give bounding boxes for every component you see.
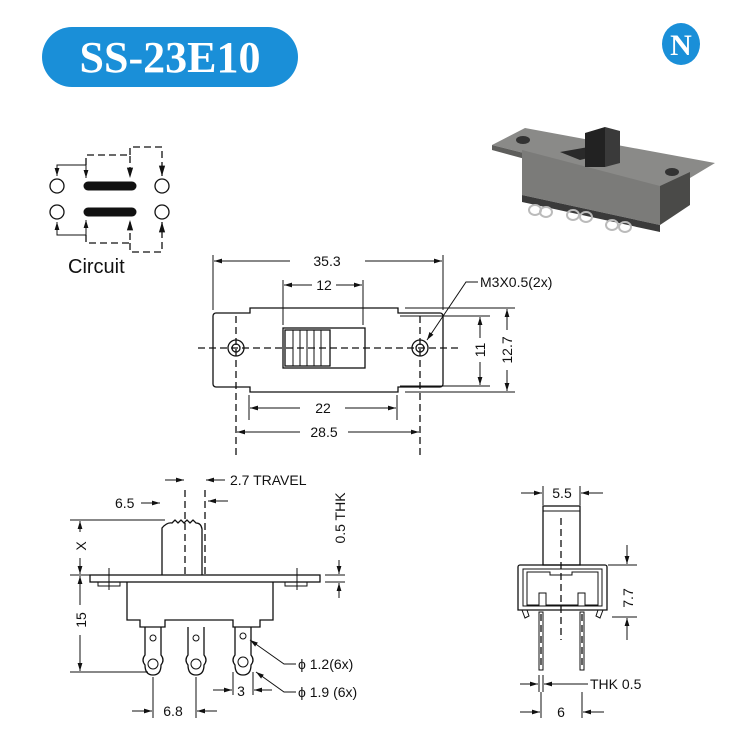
terminals — [142, 627, 254, 676]
product-photo — [492, 127, 715, 233]
dim-body-height: 11 — [472, 343, 488, 358]
dim-actuator-height: X — [73, 541, 89, 551]
logo-letter: N — [670, 29, 692, 62]
dim-actuator-width: 5.5 — [552, 485, 572, 501]
title-badge: SS-23E10 — [42, 27, 298, 87]
dim-pin-thk: THK 0.5 — [590, 676, 642, 692]
hole-large-label: ϕ 1.9 (6x) — [298, 684, 357, 700]
top-view: 35.3 12 M3X0.5(2x) 11 12.7 22 28.5 — [198, 253, 552, 455]
dim-hole-spacing: 28.5 — [310, 424, 337, 440]
dim-terminal-width: 3 — [237, 683, 245, 699]
mount-hole-label: M3X0.5(2x) — [480, 274, 552, 290]
dim-terminal-pitch: 6.8 — [163, 703, 183, 719]
dim-body-length: 22 — [315, 400, 331, 416]
circuit-label: Circuit — [68, 256, 125, 278]
dim-pin-spacing: 6 — [557, 704, 565, 720]
dim-overall-length: 35.3 — [313, 253, 340, 269]
side-view: 6.5 2.7 TRAVEL X 15 0.5 THK ϕ 1.2(6x) ϕ … — [70, 472, 357, 719]
dim-flange-thk: 0.5 THK — [332, 492, 348, 544]
front-view: 5.5 7.7 THK 0.5 6 — [517, 485, 642, 720]
dim-slider-width: 12 — [316, 277, 332, 293]
dim-body-height: 7.7 — [620, 588, 636, 608]
hole-small-label: ϕ 1.2(6x) — [298, 656, 353, 672]
dim-flange-height: 12.7 — [499, 336, 515, 363]
brand-logo: N — [662, 23, 700, 65]
circuit-diagram: Circuit — [49, 146, 170, 278]
model-title: SS-23E10 — [80, 33, 261, 82]
dim-actuator-width: 6.5 — [115, 495, 135, 511]
dim-body-height: 15 — [73, 612, 89, 628]
dim-travel: 2.7 TRAVEL — [230, 472, 307, 488]
